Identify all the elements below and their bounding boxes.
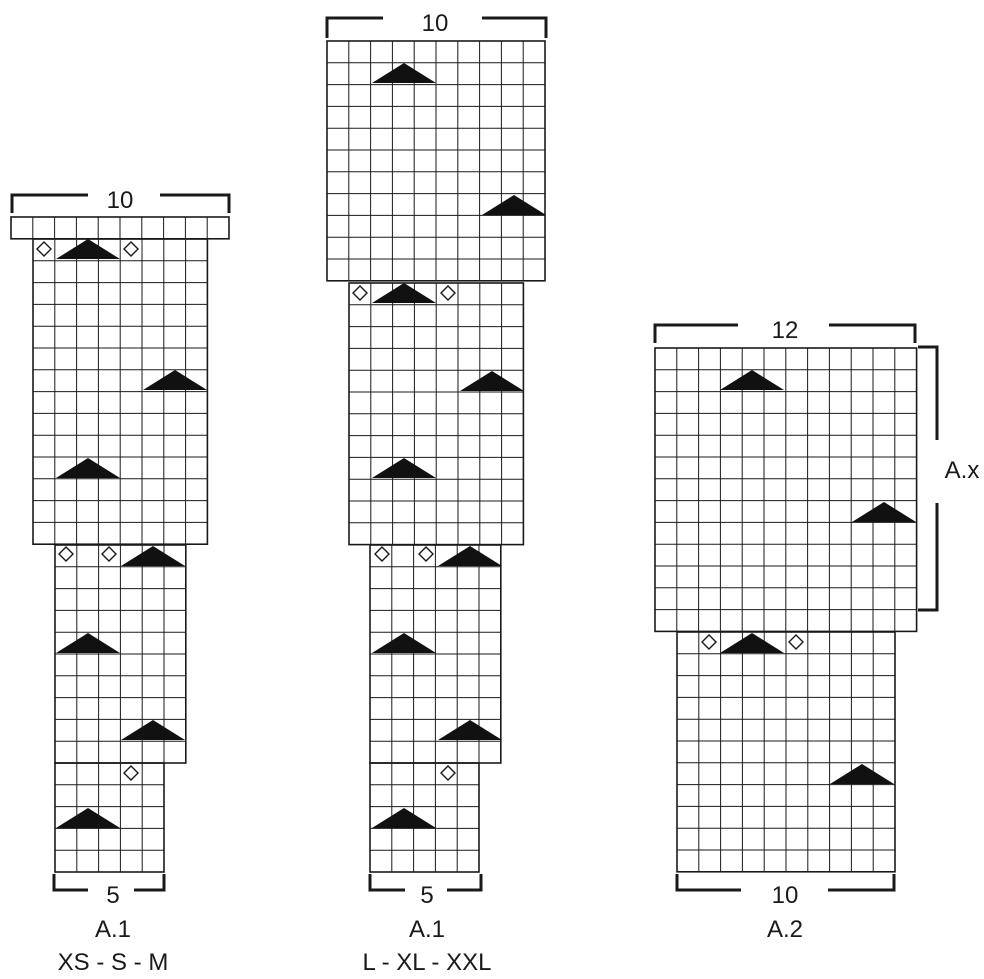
bottom-width-bracket: 5 [52, 874, 166, 909]
yarn-over-diamond-icon [352, 285, 368, 301]
decrease-triangle-icon [372, 63, 436, 83]
chart-grid [654, 347, 918, 873]
decrease-triangle-icon [438, 720, 502, 740]
chart-symbols [701, 370, 916, 784]
decrease-triangle-icon [372, 283, 436, 303]
yarn-over-diamond-icon [374, 546, 390, 562]
chart-sizes: L - XL - XXL [363, 949, 492, 976]
decrease-triangle-icon [56, 239, 120, 259]
yarn-over-diamond-icon [58, 546, 74, 562]
grid-block [32, 238, 209, 546]
grid-block [676, 631, 896, 873]
decrease-triangle-icon [56, 633, 120, 653]
grid-outline [54, 762, 165, 873]
grid-block [54, 544, 187, 764]
grid-block [369, 762, 480, 873]
yarn-over-diamond-icon [440, 765, 456, 781]
chart-grid [10, 216, 230, 873]
chart-name: A.2 [767, 916, 803, 943]
decrease-triangle-icon [143, 370, 207, 390]
chart-name: A.1 [95, 916, 131, 943]
bottom-stitch-count: 5 [106, 882, 119, 909]
grid-outline [369, 762, 480, 873]
yarn-over-diamond-icon [440, 285, 456, 301]
decrease-triangle-icon [438, 546, 502, 566]
yarn-over-diamond-icon [101, 546, 117, 562]
bottom-stitch-count: 5 [420, 882, 433, 909]
grid-block [348, 282, 525, 546]
yarn-over-diamond-icon [36, 241, 52, 257]
decrease-triangle-icon [56, 808, 120, 828]
top-width-bracket: 10 [325, 10, 548, 38]
decrease-triangle-icon [121, 720, 185, 740]
yarn-over-diamond-icon [123, 241, 139, 257]
grid-block [326, 40, 546, 282]
decrease-triangle-icon [372, 633, 436, 653]
chart-symbols [36, 239, 207, 828]
grid-block [654, 347, 918, 633]
top-stitch-count: 10 [107, 187, 134, 214]
chart-a1-l-xl-xxl: 10 5 A.1 L - XL - XXL [325, 10, 548, 976]
decrease-triangle-icon [121, 546, 185, 566]
chart-name: A.1 [409, 916, 445, 943]
yarn-over-diamond-icon [418, 546, 434, 562]
decrease-triangle-icon [720, 633, 784, 653]
repeat-label: A.x [945, 457, 980, 484]
bottom-width-bracket: 10 [675, 874, 896, 909]
decrease-triangle-icon [852, 502, 916, 522]
bottom-stitch-count: 10 [772, 882, 799, 909]
decrease-triangle-icon [830, 764, 894, 784]
top-width-bracket: 12 [653, 317, 917, 344]
decrease-triangle-icon [482, 195, 546, 215]
top-stitch-count: 12 [772, 317, 799, 344]
repeat-bracket: A.x [918, 345, 980, 612]
grid-block [10, 216, 230, 240]
top-stitch-count: 10 [422, 10, 449, 37]
decrease-triangle-icon [460, 371, 524, 391]
bottom-width-bracket: 5 [368, 874, 483, 909]
grid-block [54, 762, 165, 873]
chart-grid [326, 40, 546, 873]
yarn-over-diamond-icon [788, 634, 804, 650]
chart-a2: 12 10 A.x A.2 [653, 317, 980, 943]
decrease-triangle-icon [372, 808, 436, 828]
yarn-over-diamond-icon [701, 634, 717, 650]
chart-a1-xs-s-m: 10 5 A.1 XS - S - M [10, 187, 231, 976]
decrease-triangle-icon [372, 458, 436, 478]
yarn-over-diamond-icon [123, 765, 139, 781]
top-width-bracket: 10 [10, 187, 231, 214]
decrease-triangle-icon [56, 458, 120, 478]
chart-symbols [352, 63, 546, 828]
decrease-triangle-icon [720, 370, 784, 390]
chart-sizes: XS - S - M [58, 949, 169, 976]
grid-block [369, 544, 502, 764]
